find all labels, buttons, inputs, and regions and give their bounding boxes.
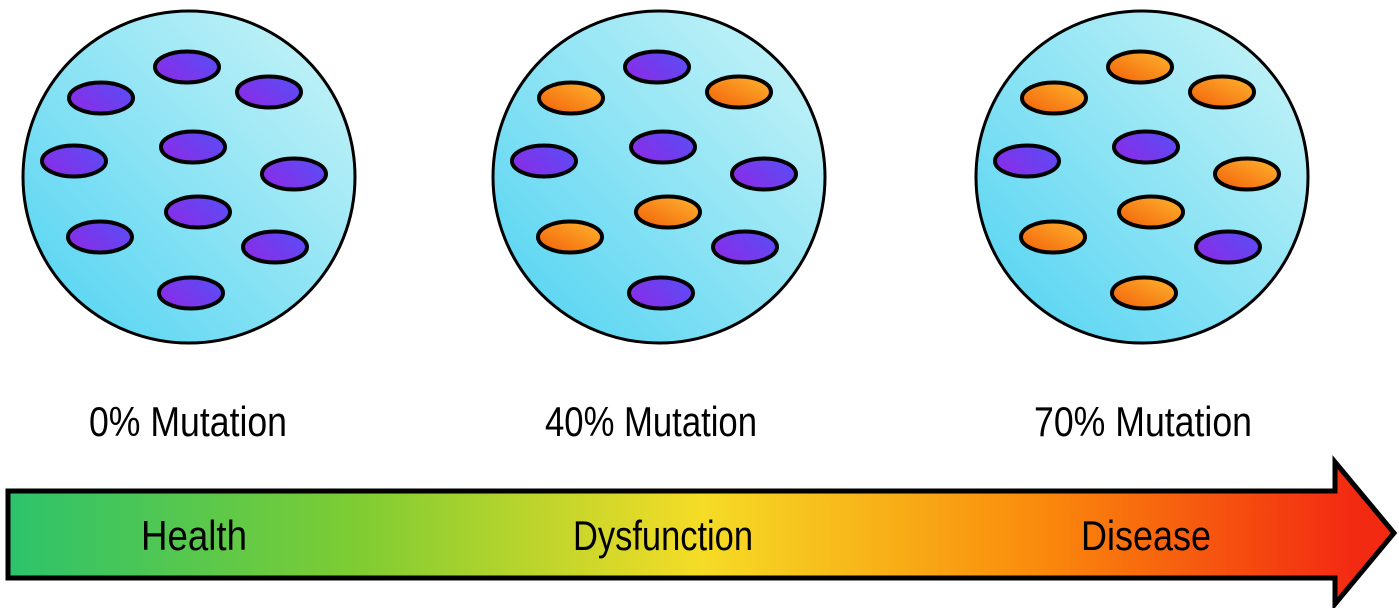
normal-organelle — [40, 143, 108, 179]
normal-organelle — [510, 143, 578, 179]
normal-organelle — [164, 194, 232, 230]
mutant-organelle — [634, 194, 702, 230]
normal-organelle — [66, 219, 134, 255]
mutant-organelle — [1019, 219, 1087, 255]
arrow-label-disease: Disease — [1081, 512, 1211, 559]
normal-organelle — [993, 143, 1061, 179]
cell-40-percent — [491, 9, 827, 345]
cell-0-percent — [21, 9, 357, 345]
mutant-organelle — [705, 74, 773, 110]
mutant-organelle — [536, 219, 604, 255]
normal-organelle — [241, 229, 309, 265]
health-disease-gradient-arrow — [5, 455, 1398, 608]
mutant-organelle — [1110, 275, 1178, 311]
organelle-group — [40, 49, 328, 311]
normal-organelle — [1112, 129, 1180, 165]
normal-organelle — [67, 80, 135, 116]
arrow-label-health: Health — [141, 512, 247, 559]
mutant-organelle — [1106, 49, 1174, 85]
normal-organelle — [623, 49, 691, 85]
normal-organelle — [627, 275, 695, 311]
normal-organelle — [1194, 229, 1262, 265]
normal-organelle — [235, 74, 303, 110]
normal-organelle — [711, 229, 779, 265]
mutant-organelle — [1188, 74, 1256, 110]
arrow-label-dysfunction: Dysfunction — [573, 512, 753, 559]
normal-organelle — [159, 129, 227, 165]
mutant-organelle — [1213, 156, 1281, 192]
cell-label-70-percent: 70% Mutation — [1034, 398, 1252, 445]
cell-70-percent — [974, 9, 1310, 345]
mutant-organelle — [1117, 194, 1185, 230]
organelle-group — [993, 49, 1281, 311]
mutant-organelle — [537, 80, 605, 116]
mutant-organelle — [1020, 80, 1088, 116]
normal-organelle — [260, 156, 328, 192]
normal-organelle — [629, 129, 697, 165]
organelle-group — [510, 49, 798, 311]
normal-organelle — [153, 49, 221, 85]
cell-label-40-percent: 40% Mutation — [545, 398, 757, 445]
normal-organelle — [730, 156, 798, 192]
normal-organelle — [157, 275, 225, 311]
cell-label-0-percent: 0% Mutation — [89, 398, 287, 445]
